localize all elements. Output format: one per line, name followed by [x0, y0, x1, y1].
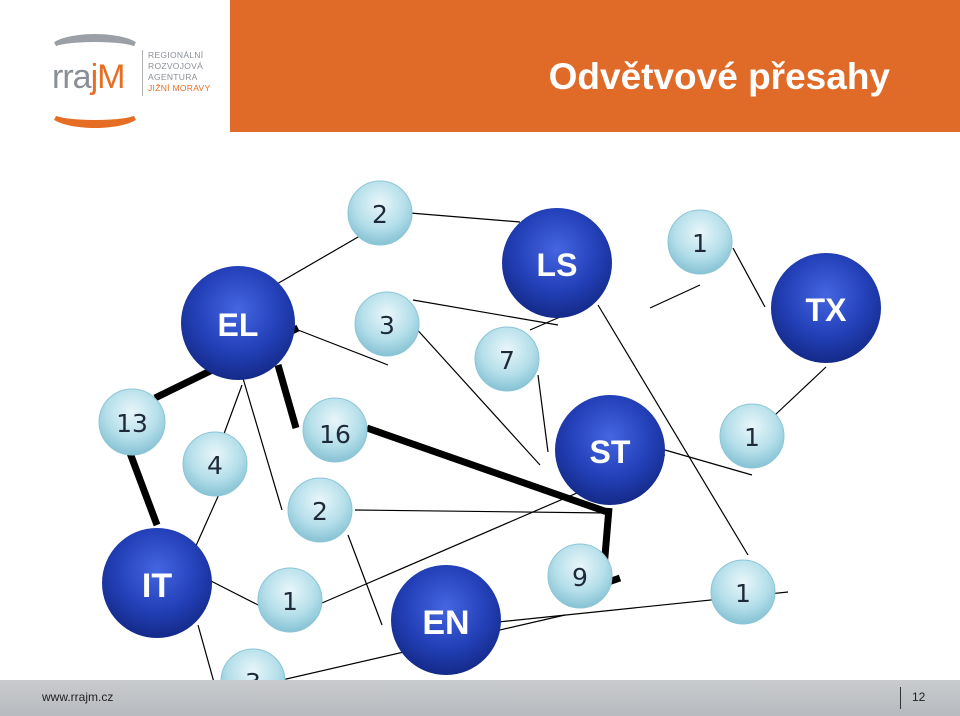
link-line — [241, 374, 283, 511]
logo-arc-grey — [50, 34, 140, 62]
logo-wordmark: rrajM — [52, 58, 125, 96]
count-node: 1 — [710, 559, 776, 625]
link-line — [412, 324, 541, 466]
rrajm-logo: rrajM REGIONÁLNÍ ROZVOJOVÁ AGENTURA JIŽN… — [40, 28, 220, 128]
count-node: 1 — [257, 567, 323, 633]
link-line — [537, 374, 549, 453]
logo-divider — [142, 50, 143, 96]
count-node: 2 — [347, 180, 413, 246]
count-label: 9 — [572, 563, 588, 592]
sector-node-en: EN — [391, 565, 501, 675]
link-line — [412, 299, 559, 326]
link-line — [649, 284, 701, 309]
count-label: 7 — [499, 346, 515, 375]
sector-label: EN — [422, 604, 469, 642]
count-node: 13 — [98, 388, 166, 456]
count-label: 4 — [207, 451, 223, 480]
link-line — [297, 329, 389, 366]
link-line — [194, 491, 221, 549]
sector-node-st: ST — [555, 395, 665, 505]
bold-link-line — [365, 424, 612, 517]
footer-url: www.rrajm.cz — [42, 690, 114, 704]
footer-divider — [900, 687, 901, 709]
link-line — [597, 304, 749, 556]
link-line — [529, 316, 561, 331]
sector-node-tx: TX — [771, 253, 881, 363]
count-label: 3 — [245, 668, 261, 680]
link-line — [197, 624, 214, 680]
count-label: 2 — [372, 200, 388, 229]
count-nodes: 2 3 7 1 13 4 16 1 — [98, 180, 785, 680]
count-label: 1 — [735, 579, 751, 608]
link-line — [347, 534, 383, 626]
sector-node-el: EL — [181, 266, 295, 380]
count-label: 2 — [312, 497, 328, 526]
count-label: 16 — [319, 420, 351, 449]
count-node: 3 — [220, 648, 286, 680]
bold-link-line — [274, 364, 300, 429]
count-node: 1 — [667, 209, 733, 275]
footer-bar: www.rrajm.cz 12 — [0, 680, 960, 716]
title-banner: Odvětvové přesahy — [230, 0, 960, 132]
sector-label: LS — [537, 247, 578, 283]
sector-overlap-diagram: EL LS TX ST IT EN 2 3 — [98, 180, 881, 680]
link-line — [269, 232, 366, 289]
count-label: 1 — [692, 229, 708, 258]
count-label: 1 — [744, 423, 760, 452]
bold-link-line — [126, 451, 161, 527]
sector-node-ls: LS — [502, 208, 612, 318]
link-line — [774, 366, 827, 416]
page-number: 12 — [912, 690, 926, 704]
count-node: 1 — [719, 403, 785, 469]
count-node: 7 — [474, 326, 540, 392]
count-node: 9 — [547, 543, 613, 609]
count-node: 3 — [354, 291, 420, 357]
link-line — [732, 247, 766, 308]
count-node: 4 — [182, 431, 248, 497]
count-label: 3 — [379, 311, 395, 340]
count-node: 16 — [302, 397, 368, 463]
sector-label: EL — [218, 307, 259, 343]
page-title: Odvětvové přesahy — [548, 56, 890, 97]
sector-label: IT — [142, 567, 172, 605]
count-label: 1 — [282, 587, 298, 616]
count-node: 2 — [287, 477, 353, 543]
link-line — [664, 449, 753, 476]
logo-arc-orange — [50, 100, 140, 128]
count-label: 13 — [116, 409, 148, 438]
sector-label: ST — [590, 434, 631, 470]
link-line — [354, 509, 609, 514]
sector-nodes: EL LS TX ST IT EN — [102, 208, 881, 675]
sector-label: TX — [806, 292, 848, 328]
logo-agency-name: REGIONÁLNÍ ROZVOJOVÁ AGENTURA JIŽNÍ MORA… — [148, 50, 211, 93]
sector-node-it: IT — [102, 528, 212, 638]
link-line — [409, 212, 521, 223]
link-line — [204, 577, 269, 611]
